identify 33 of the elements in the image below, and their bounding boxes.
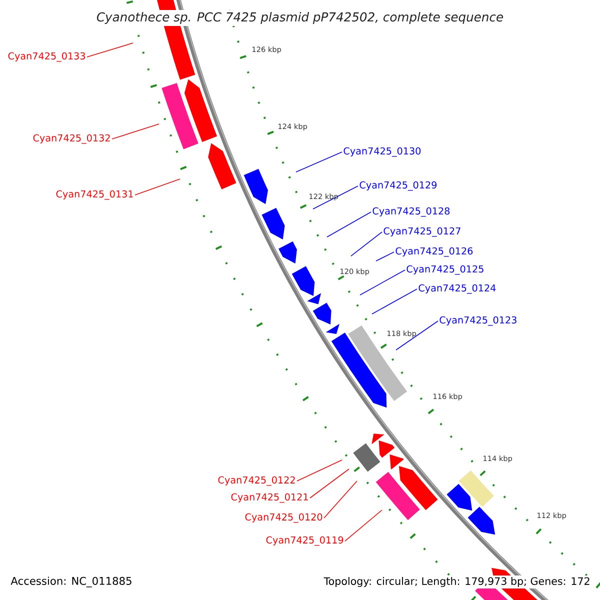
leader-line [324, 480, 358, 518]
leader-line [134, 178, 180, 196]
leader-line [312, 186, 358, 210]
gene-label: Cyan7425_0130 [344, 147, 421, 157]
leader-line [310, 468, 350, 498]
leader-line [396, 320, 438, 350]
gene-label: Cyan7425_0125 [406, 265, 484, 275]
leader-line [344, 510, 382, 542]
gene-label: Cyan7425_0131 [56, 190, 133, 200]
gene-label: Cyan7425_0129 [360, 181, 437, 191]
leader-line [296, 152, 342, 172]
gene-label: Cyan7425_0124 [418, 284, 496, 294]
leader-line [86, 42, 134, 58]
leader-line [350, 232, 382, 256]
leader-line [112, 124, 160, 140]
gene-label: Cyan7425_0127 [384, 227, 460, 237]
gene-label: Cyan7425_0126 [396, 247, 473, 257]
gene-label: Cyan7425_0132 [33, 134, 110, 144]
gene-label: Cyan7425_0120 [245, 513, 322, 523]
leader-line [360, 270, 406, 296]
gene-label: Cyan7425_0119 [266, 536, 344, 546]
leader-line [372, 288, 418, 314]
leader-line [326, 212, 372, 238]
gene-label: Cyan7425_0128 [372, 207, 450, 217]
summary-text: Topology: circular; Length: 179,973 bp; Genes: 172 [322, 576, 592, 588]
gene-label: Cyan7425_0122 [218, 476, 295, 486]
leader-line [296, 460, 342, 482]
gene-label: Cyan7425_0123 [440, 316, 516, 326]
gene-label: Cyan7425_0133 [8, 52, 85, 62]
title: Cyanothece sp. PCC 7425 plasmid pP742502, complete sequence [94, 10, 506, 26]
leader-line [376, 252, 394, 262]
accession-text: Accession: NC_011885 [9, 575, 134, 589]
gene-label: Cyan7425_0121 [231, 493, 308, 503]
